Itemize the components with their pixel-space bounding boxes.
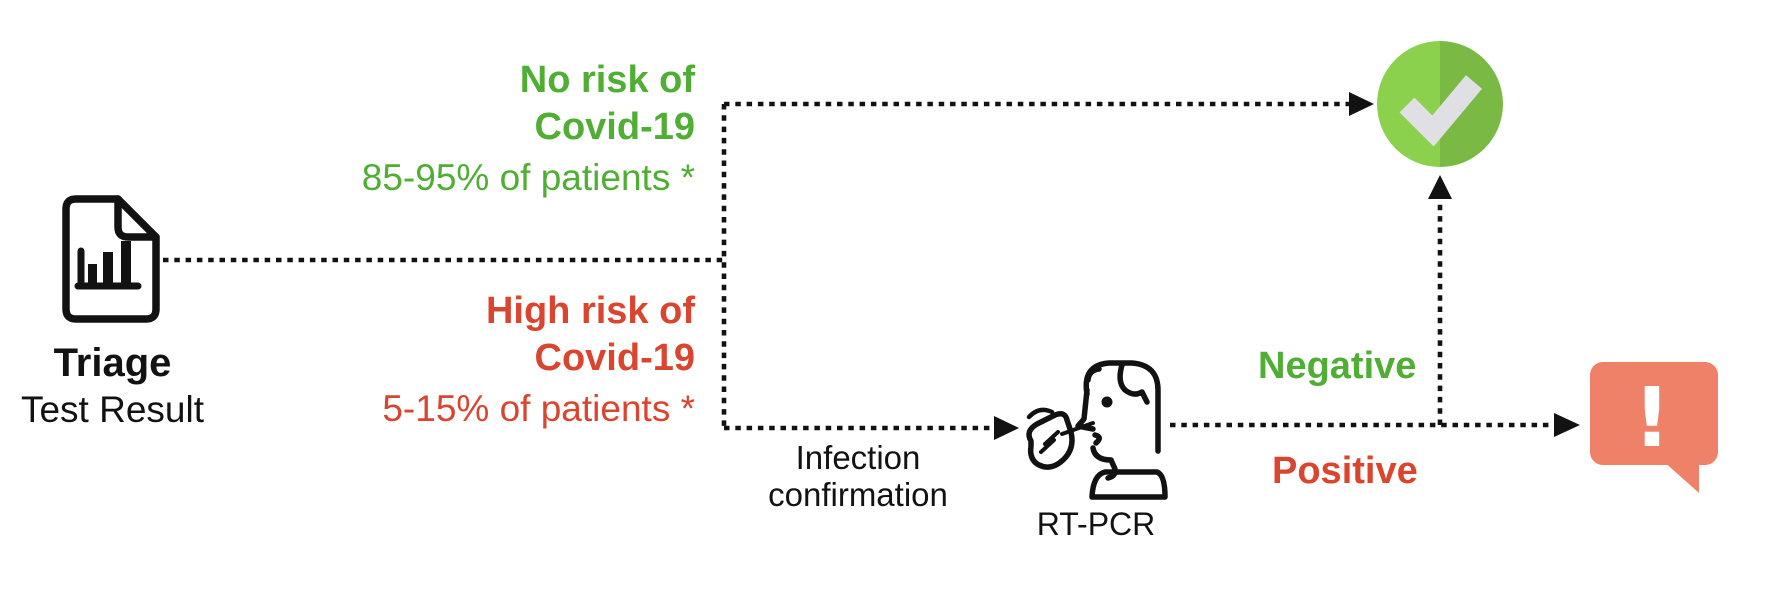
- high-risk-title-line2: Covid-19: [534, 337, 695, 379]
- check-circle-icon: [1377, 41, 1503, 167]
- no-risk-arrowhead-icon: [1349, 92, 1374, 116]
- report-bar-chart-icon: [62, 195, 160, 323]
- triage-title: Triage: [53, 341, 172, 385]
- no-risk-branch-block: No risk of Covid-19 85-95% of patients *: [240, 57, 695, 201]
- motion-arc: [1026, 407, 1055, 420]
- exclamation-glyph: !: [1633, 371, 1670, 466]
- chart-bar: [103, 252, 113, 283]
- high-risk-arrowhead-icon: [994, 416, 1019, 440]
- eye: [1101, 396, 1113, 408]
- fingers: [1039, 430, 1060, 454]
- chart-bar: [88, 264, 97, 283]
- high-risk-stat: 5-15% of patients *: [382, 388, 695, 429]
- hairline: [1117, 362, 1150, 405]
- triage-source-block: Triage Test Result: [10, 339, 215, 432]
- no-risk-title-line1: No risk of: [519, 59, 695, 101]
- infection-confirmation-line2: confirmation: [768, 476, 948, 513]
- no-risk-stat: 85-95% of patients *: [361, 157, 695, 198]
- bubble-tail: [1662, 460, 1699, 493]
- collar: [1089, 469, 1168, 500]
- triage-subtitle: Test Result: [20, 389, 204, 430]
- infection-confirmation-line1: Infection: [795, 439, 921, 476]
- nasal-swab-test-icon: [1026, 360, 1168, 500]
- chart-axis: [74, 247, 142, 290]
- bubble-body: [1590, 362, 1718, 465]
- no-risk-title-line2: Covid-19: [534, 106, 695, 148]
- high-risk-branch-block: High risk of Covid-19 5-15% of patients …: [240, 288, 695, 432]
- document-fold: [114, 195, 160, 241]
- document-outline: [62, 195, 160, 323]
- negative-result-label: Negative: [1258, 345, 1417, 387]
- hand: [1026, 411, 1075, 470]
- check-mark-icon: [1399, 75, 1483, 147]
- positive-result-label: Positive: [1272, 450, 1418, 492]
- chart-bar: [121, 241, 131, 283]
- check-mark: [1399, 75, 1483, 147]
- infection-confirmation-label: Infection confirmation: [758, 439, 958, 513]
- hair-curl: [1085, 366, 1102, 383]
- chin-jaw: [1090, 445, 1118, 481]
- exclamation-speech-bubble-icon: !: [1590, 362, 1718, 493]
- rtpcr-label: RT-PCR: [1036, 506, 1156, 542]
- mouth: [1092, 432, 1102, 446]
- high-risk-title-line1: High risk of: [485, 290, 695, 332]
- negative-arrowhead-icon: [1428, 175, 1452, 199]
- positive-arrowhead-icon: [1554, 413, 1580, 437]
- swab-stick: [1060, 421, 1095, 436]
